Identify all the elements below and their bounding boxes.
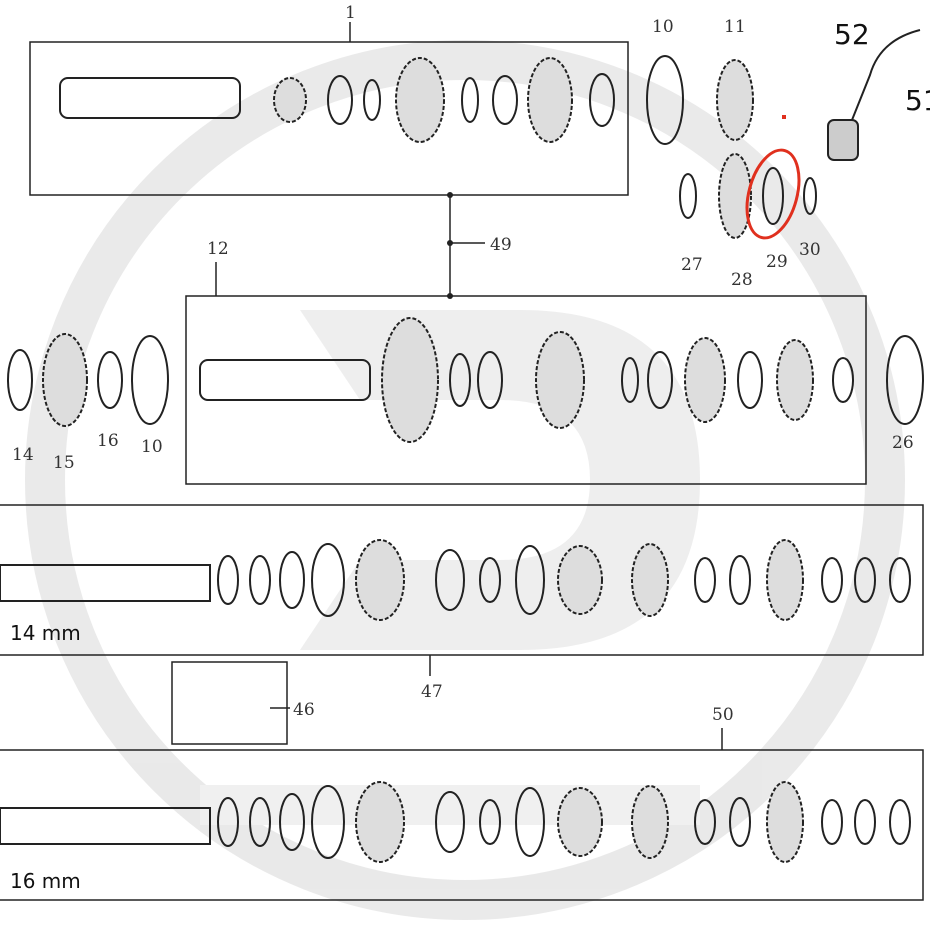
ring-part <box>279 793 305 851</box>
label-49: 49 <box>490 235 512 255</box>
ring-part <box>729 797 751 847</box>
ring-part <box>435 791 465 853</box>
gear-part <box>381 317 439 443</box>
highlight-dot <box>782 115 786 119</box>
ring-part <box>515 787 545 857</box>
ring-part <box>131 335 169 425</box>
ring-part <box>694 799 716 845</box>
bracket-46-box <box>171 661 288 745</box>
ring-part <box>97 351 123 409</box>
ring-part <box>217 555 239 605</box>
watermark-logo <box>25 40 905 920</box>
ring-part <box>279 551 305 609</box>
gear-part <box>355 539 405 621</box>
label-51: 51 <box>905 84 930 117</box>
ring-part <box>821 799 843 845</box>
label-1: 1 <box>345 3 356 23</box>
ring-part <box>327 75 353 125</box>
label-47: 47 <box>421 682 443 702</box>
gear-part <box>42 333 88 427</box>
label-50: 50 <box>712 705 734 725</box>
label-15: 15 <box>53 453 75 473</box>
gear-part <box>766 539 804 621</box>
counter-shaft <box>199 359 371 401</box>
kick-lever <box>839 29 921 151</box>
label-10: 10 <box>652 17 674 37</box>
gear-part <box>535 331 585 429</box>
gear-part <box>631 543 669 617</box>
parts-group <box>7 55 924 863</box>
ring-part <box>737 351 763 409</box>
kick-lever-pivot <box>827 119 859 161</box>
ring-part <box>249 797 271 847</box>
ring-part <box>821 557 843 603</box>
gear-part <box>355 781 405 863</box>
ring-part <box>762 167 784 225</box>
gear-part <box>776 339 814 421</box>
shaft-size-14mm: 14 mm <box>10 621 81 645</box>
label-52: 52 <box>834 18 870 51</box>
ring-part <box>479 799 501 845</box>
gear-part <box>273 77 307 123</box>
ring-part <box>889 799 911 845</box>
gear-part <box>395 57 445 143</box>
gear-part <box>557 545 603 615</box>
ring-part <box>729 555 751 605</box>
main-shaft <box>59 77 241 119</box>
ring-part <box>647 351 673 409</box>
label-16: 16 <box>97 431 119 451</box>
ring-part <box>363 79 381 121</box>
ring-part <box>515 545 545 615</box>
label-26: 26 <box>892 433 914 453</box>
ring-part <box>7 349 33 411</box>
gear-part <box>766 781 804 863</box>
ring-part <box>889 557 911 603</box>
gear-part <box>631 785 669 859</box>
gear-part <box>684 337 726 423</box>
label-27: 27 <box>681 255 703 275</box>
label-30: 30 <box>799 240 821 260</box>
ring-part <box>621 357 639 403</box>
shaft-size-16mm: 16 mm <box>10 869 81 893</box>
ring-part <box>694 557 716 603</box>
gear-part <box>557 787 603 857</box>
ring-part <box>249 555 271 605</box>
gear-part <box>527 57 573 143</box>
label-10-lower: 10 <box>141 437 163 457</box>
shaft-assembly-12-box <box>185 295 867 485</box>
gear-part <box>716 59 754 141</box>
ring-part <box>461 77 479 123</box>
ring-part <box>886 335 924 425</box>
ring-part <box>832 357 854 403</box>
kickstart-shaft-16mm-box <box>0 749 924 901</box>
highlight-circle-part-29 <box>745 148 801 240</box>
ring-part <box>449 353 471 407</box>
label-12: 12 <box>207 239 229 259</box>
label-14: 14 <box>12 445 34 465</box>
ring-part <box>679 173 697 219</box>
shaft-assembly-1-box <box>29 41 629 196</box>
ring-part <box>854 557 876 603</box>
kickstart-shaft-14mm-box <box>0 504 924 656</box>
ring-part <box>311 543 345 617</box>
ring-part <box>311 785 345 859</box>
label-29: 29 <box>766 252 788 272</box>
label-28: 28 <box>731 270 753 290</box>
label-11: 11 <box>724 17 746 37</box>
ring-part <box>479 557 501 603</box>
kick-shaft-16mm <box>0 807 211 845</box>
ring-part <box>435 549 465 611</box>
gear-part <box>718 153 752 239</box>
ring-part <box>217 797 239 847</box>
ring-part <box>803 177 817 215</box>
ring-part <box>854 799 876 845</box>
kick-shaft-14mm <box>0 564 211 602</box>
ring-part <box>492 75 518 125</box>
label-46: 46 <box>293 700 315 720</box>
ring-part <box>589 73 615 127</box>
ring-part <box>477 351 503 409</box>
ring-part <box>646 55 684 145</box>
